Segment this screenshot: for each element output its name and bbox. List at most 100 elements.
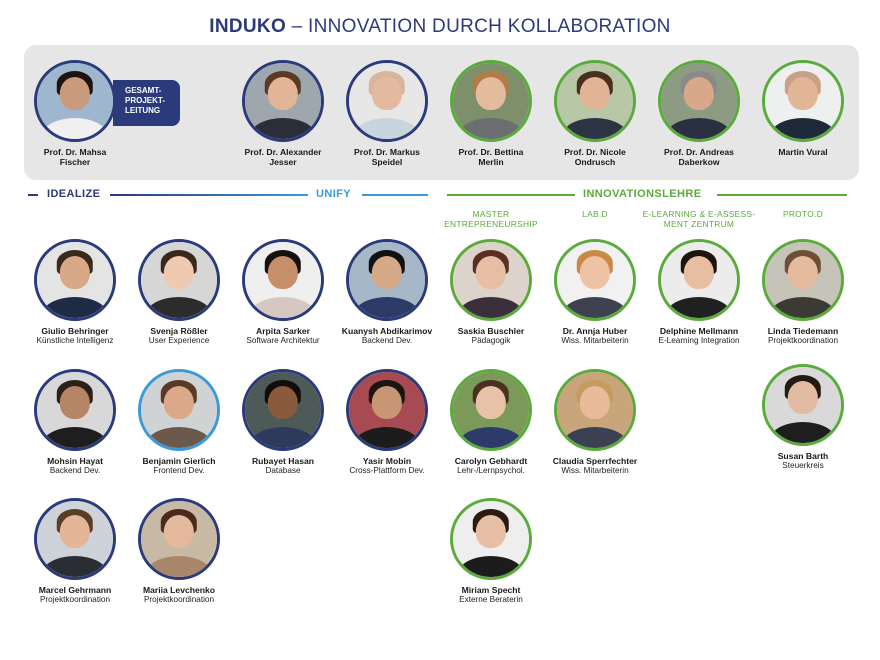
portrait-head [579,255,611,290]
member-name: Marcel Gehrmann [38,585,112,595]
portrait-body [562,117,628,139]
portrait-photo [554,60,636,142]
member-role: Lehr-/Lernpsychol. [457,466,525,475]
portrait-body [250,296,316,318]
member-name: Carolyn Gebhardt [454,456,528,466]
portrait-photo [34,239,116,321]
portrait-photo [138,369,220,451]
portrait-body [562,296,628,318]
member-role: Software Architektur [246,336,320,345]
portrait-head [371,76,403,111]
portrait-photo [138,239,220,321]
member-role: Wiss. Mitarbeiterin [561,466,629,475]
member-name: Giulio Behringer [41,326,109,336]
member-name: Arpita Sarker [256,326,310,336]
section-unify: UNIFY [316,188,351,200]
member-role: Backend Dev. [361,336,413,345]
portrait-photo [34,369,116,451]
title-rest: – INNOVATION DURCH KOLLABORATION [286,16,671,37]
subheading-elearning: E-LEARNING & E-ASSESS-MENT ZENTRUM [642,209,756,229]
portrait-head [683,76,715,111]
portrait-head [371,255,403,290]
portrait-body [250,426,316,448]
member-name: Martin Vural [778,147,828,157]
page-title: INDUKO – INNOVATION DURCH KOLLABORATION [0,16,880,38]
portrait-body [458,296,524,318]
portrait-photo [450,60,532,142]
member-name: Susan Barth [777,451,829,461]
member-name: Rubayet Hasan [251,456,315,466]
portrait-head [787,76,819,111]
portrait-head [59,76,91,111]
portrait-head [787,255,819,290]
portrait-head [579,76,611,111]
portrait-photo [450,498,532,580]
portrait-photo [450,239,532,321]
member-role: Künstliche Intelligenz [36,336,114,345]
portrait-head [267,385,299,420]
member-name: Saskia Buschler [457,326,525,336]
portrait-body [42,296,108,318]
portrait-photo [554,369,636,451]
member-name: Mohsin Hayat [47,456,103,466]
unify-line-right [362,194,428,196]
portrait-photo [762,239,844,321]
portrait-body [354,426,420,448]
portrait-body [562,426,628,448]
portrait-body [666,117,732,139]
member-role: Cross-Plattform Dev. [349,466,425,475]
innovationslehre-line-left [447,194,575,196]
member-role: E-Learning Integration [658,336,740,345]
section-innovationslehre: INNOVATIONSLEHRE [583,188,702,200]
portrait-head [683,255,715,290]
portrait-head [475,514,507,549]
member-role: Projektkoordination [767,336,839,345]
portrait-head [163,385,195,420]
portrait-head [787,380,819,415]
innovationslehre-line-right [717,194,847,196]
idealize-line-left [28,194,38,196]
member-name: Claudia Sperrfechter [552,456,638,466]
member-role: Externe Beraterin [459,595,523,604]
member-role: Projektkoordination [39,595,111,604]
portrait-photo [658,239,740,321]
portrait-photo [762,60,844,142]
portrait-photo [346,60,428,142]
portrait-head [163,514,195,549]
portrait-head [475,76,507,111]
member-name: Yasir Mobin [362,456,412,466]
member-role: Backend Dev. [49,466,101,475]
portrait-head [267,76,299,111]
member-role: Database [265,466,301,475]
portrait-body [354,117,420,139]
portrait-photo [762,364,844,446]
portrait-photo [346,369,428,451]
portrait-photo [346,239,428,321]
portrait-body [458,117,524,139]
member-role: Frontend Dev. [153,466,205,475]
portrait-head [371,385,403,420]
portrait-body [250,117,316,139]
portrait-head [59,255,91,290]
subheading-labd: LAB.D [582,209,608,219]
member-name: Mariia Levchenko [142,585,216,595]
title-brand: INDUKO [209,16,287,37]
portrait-head [579,385,611,420]
portrait-body [770,117,836,139]
